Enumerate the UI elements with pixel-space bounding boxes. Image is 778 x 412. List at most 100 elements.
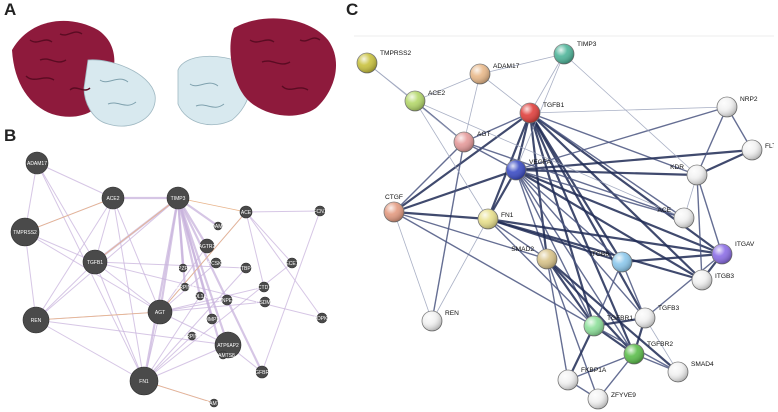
- node-b-ace2[interactable]: ACE2: [101, 186, 125, 210]
- node-b-circle: [218, 350, 228, 360]
- node-c-highlight: [537, 249, 557, 269]
- node-c-highlight: [717, 97, 737, 117]
- node-b-ltbp1[interactable]: LTBP1: [239, 262, 254, 274]
- node-b-tgfb1[interactable]: TGFB1: [82, 249, 108, 275]
- node-b-serpina6[interactable]: SERPINA6: [180, 331, 205, 341]
- node-c-tgfbr2[interactable]: TGFBR2: [623, 341, 673, 365]
- node-b-label: SERPINA6: [180, 334, 205, 340]
- node-c-highlight: [470, 64, 490, 84]
- node-c-tmprss2[interactable]: TMPRSS2: [356, 50, 411, 74]
- node-b-circle: [286, 257, 298, 269]
- node-b-ece1[interactable]: ECE1: [285, 257, 299, 269]
- node-b-ace[interactable]: ACE: [239, 205, 253, 219]
- node-c-highlight: [422, 311, 442, 331]
- node-c-itgb3[interactable]: ITGB3: [691, 269, 734, 291]
- node-c-highlight: [554, 44, 574, 64]
- node-c-fkbp1a[interactable]: FKBP1A: [557, 367, 607, 391]
- edge-c: [414, 100, 489, 220]
- node-c-highlight: [712, 244, 732, 264]
- node-b-agtr2[interactable]: AGTR2: [199, 238, 216, 254]
- node-b-circle: [195, 291, 205, 301]
- node-c-agt[interactable]: AGT: [453, 131, 491, 153]
- node-b-label: ADAMTS1: [202, 401, 226, 407]
- node-c-highlight: [692, 270, 712, 290]
- node-b-mmp3[interactable]: MMP3: [205, 313, 220, 325]
- edge-c: [515, 169, 646, 319]
- node-c-label: KDR: [670, 164, 684, 171]
- edge-b: [142, 197, 180, 382]
- node-c-ctgf[interactable]: CTGF: [383, 194, 405, 223]
- node-b-pcsk5[interactable]: PCSK5: [208, 257, 225, 269]
- edge-c: [393, 211, 433, 322]
- node-b-circle: [180, 282, 190, 292]
- node-c-ace2[interactable]: ACE2: [404, 90, 446, 112]
- node-b-label: PCSK5: [208, 261, 225, 267]
- node-c-flt1[interactable]: FLT1: [741, 139, 774, 161]
- node-b-enpep[interactable]: ENPEP: [219, 294, 237, 306]
- edge-c: [515, 169, 548, 260]
- node-b-adam10[interactable]: ADAM10: [208, 221, 228, 231]
- node-c-zfyve9[interactable]: ZFYVE9: [587, 388, 636, 410]
- node-b-circle: [258, 281, 270, 293]
- node-b-csdmr[interactable]: CSDMR: [256, 296, 275, 308]
- edge-b: [35, 197, 114, 321]
- node-c-ace[interactable]: ACE: [657, 207, 695, 229]
- edge-c: [487, 218, 548, 260]
- node-b-pzp[interactable]: PZP: [178, 263, 189, 273]
- edge-c: [515, 169, 595, 327]
- edge-c: [529, 112, 646, 319]
- node-b-circle: [255, 365, 269, 379]
- node-b-ren[interactable]: REN: [22, 306, 50, 334]
- node-b-circle: [22, 306, 50, 334]
- node-c-label: SMAD2: [511, 246, 534, 253]
- node-c-ren[interactable]: REN: [421, 310, 459, 332]
- node-c-highlight: [687, 165, 707, 185]
- node-c-tgfb1[interactable]: TGFB1: [519, 102, 565, 124]
- node-b-kctd11[interactable]: KCTD11: [255, 281, 274, 293]
- node-b-tgfbr3[interactable]: TGFBR3: [252, 365, 272, 379]
- node-c-label: ADAM17: [493, 63, 520, 70]
- node-c-itgb6[interactable]: ITGB6: [590, 251, 633, 273]
- node-b-circle: [147, 299, 173, 325]
- node-b-tmprss2[interactable]: TMPRSS2: [10, 217, 40, 247]
- node-b-circle: [240, 262, 252, 274]
- node-b-fn1[interactable]: FN1: [129, 366, 159, 396]
- node-b-pdpk1[interactable]: PDPK1: [314, 312, 331, 324]
- node-c-tgfbr1[interactable]: TGFBR1: [583, 315, 633, 337]
- node-b-circle: [213, 221, 223, 231]
- edge-c: [696, 106, 728, 176]
- node-b-timp3[interactable]: TIMP3: [166, 186, 190, 210]
- protein-structure-image: [12, 18, 337, 127]
- node-b-adamts8[interactable]: ADAMTS8: [211, 350, 235, 360]
- edge-c: [393, 112, 531, 213]
- node-c-kdr[interactable]: KDR: [670, 164, 708, 186]
- node-b-circle: [221, 294, 233, 306]
- node-b-fcn1[interactable]: FCN1: [313, 205, 327, 217]
- node-b-adamts1[interactable]: ADAMTS1: [202, 398, 226, 408]
- node-c-nrp2[interactable]: NRP2: [716, 96, 758, 118]
- node-c-smad2[interactable]: SMAD2: [511, 246, 558, 270]
- node-c-adam17[interactable]: ADAM17: [469, 63, 520, 85]
- node-c-fn1[interactable]: FN1: [477, 208, 514, 230]
- node-b-label: KCTD11: [255, 285, 274, 291]
- node-b-label: FN1: [139, 379, 149, 385]
- node-b-serpina1[interactable]: SERPINA1: [173, 282, 198, 292]
- node-b-adam17[interactable]: ADAM17: [25, 151, 49, 175]
- node-c-tgfb3[interactable]: TGFB3: [634, 305, 680, 329]
- node-b-circle: [10, 217, 40, 247]
- node-b-label: ADAM10: [208, 224, 228, 230]
- node-c-vegfa[interactable]: VEGFA: [505, 159, 552, 181]
- node-b-label: ACE: [241, 210, 252, 216]
- node-c-highlight: [478, 209, 498, 229]
- node-b-col1a1[interactable]: COL1A1: [190, 291, 210, 301]
- node-c-highlight: [742, 140, 762, 160]
- node-b-agt[interactable]: AGT: [147, 299, 173, 325]
- node-c-timp3[interactable]: TIMP3: [553, 41, 597, 65]
- node-c-highlight: [454, 132, 474, 152]
- node-c-itgav[interactable]: ITGAV: [711, 241, 755, 265]
- edge-c: [393, 141, 465, 213]
- edge-b: [143, 344, 229, 382]
- node-c-smad4[interactable]: SMAD4: [667, 361, 714, 383]
- node-b-circle: [209, 398, 219, 408]
- edge-b: [245, 210, 321, 213]
